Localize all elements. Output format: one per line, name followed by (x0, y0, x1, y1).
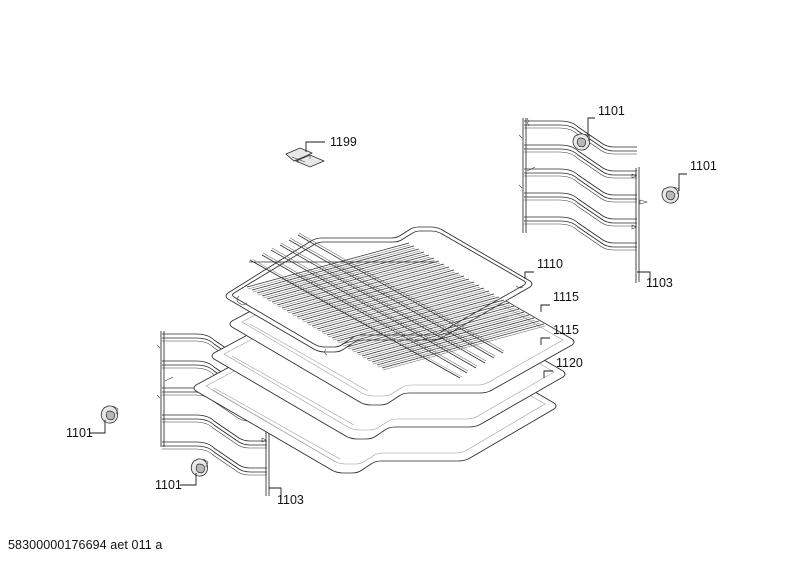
leader-1101-left-outer (90, 420, 106, 434)
callout-1110: 1110 (537, 257, 563, 271)
left-rail-level-4 (162, 414, 267, 449)
leader-1101-far-right (678, 173, 687, 191)
callout-labels: 1199 1101 1101 1103 1110 1115 1115 1120 … (66, 104, 717, 507)
callout-1103-left: 1103 (277, 493, 304, 507)
knob-clip-left-outer (100, 405, 119, 424)
leader-1101-upper-right (587, 117, 595, 137)
knob-clip-upper-right (572, 133, 591, 151)
leader-1115-middle (540, 337, 550, 345)
leader-1199 (305, 141, 325, 152)
flat-clip-1199 (285, 147, 326, 168)
left-rail-level-5 (162, 441, 267, 476)
leader-1115-upper (540, 304, 550, 312)
callout-1101-left-inner: 1101 (155, 478, 182, 492)
leader-lines (90, 117, 687, 500)
right-shelf-rail-assembly (518, 117, 649, 283)
callout-1115-middle: 1115 (553, 323, 579, 337)
leader-1110 (524, 271, 534, 279)
rail-level-4 (524, 192, 637, 227)
leader-1103-right (637, 271, 651, 283)
callout-1199: 1199 (330, 135, 357, 149)
rack-ribs (246, 242, 546, 371)
knob-clip-left-inner (190, 458, 209, 477)
callout-1101-left-outer: 1101 (66, 426, 93, 440)
leader-1101-left-inner (180, 473, 197, 486)
callout-1101-far-right: 1101 (690, 159, 717, 173)
rail-level-3 (524, 168, 637, 203)
callout-1101-upper-right: 1101 (598, 104, 625, 118)
rail-level-2 (524, 144, 637, 179)
callout-1103-right: 1103 (646, 276, 673, 290)
rail-level-5 (524, 216, 637, 251)
leader-1103-left (269, 487, 282, 500)
knob-clip-far-right (661, 186, 680, 204)
callout-1120: 1120 (556, 356, 583, 370)
callout-1115-upper: 1115 (553, 290, 579, 304)
document-code: 58300000176694 aet 011 a (8, 538, 163, 552)
wire-rack-1110 (225, 226, 546, 379)
leader-1120 (543, 370, 553, 378)
